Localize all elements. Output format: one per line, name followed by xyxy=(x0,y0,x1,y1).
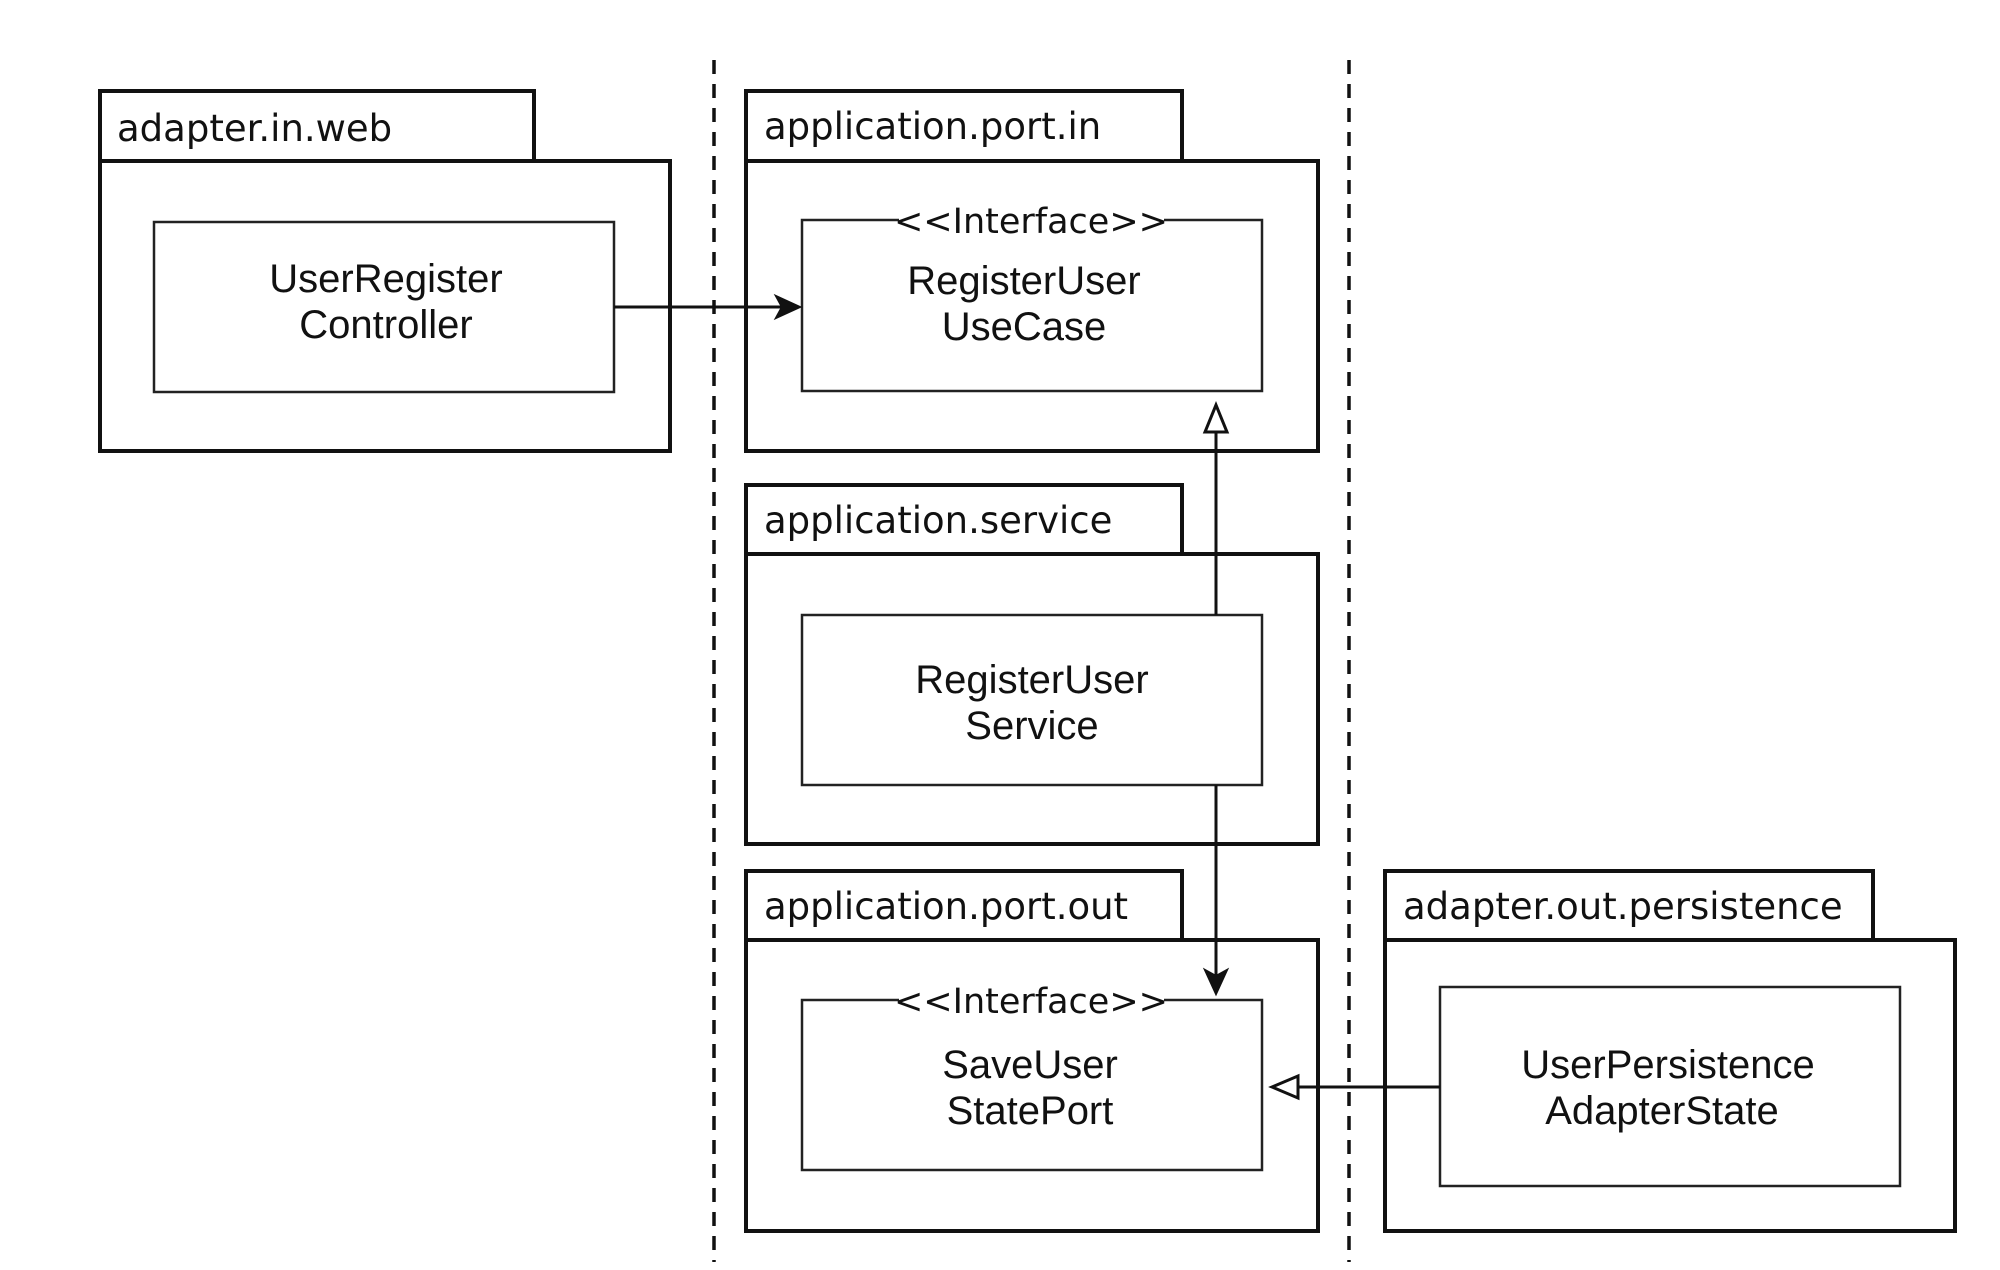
class-name-service: RegisterUser xyxy=(915,658,1148,702)
class-name-service-line2: Service xyxy=(965,704,1098,748)
package-label: application.port.in xyxy=(764,105,1101,148)
package-label: adapter.out.persistence xyxy=(1403,885,1843,928)
class-name-use-case-line2: UseCase xyxy=(942,305,1107,349)
package-tab xyxy=(744,869,1184,942)
package-adapter-out-persistence: adapter.out.persistence UserPersistence … xyxy=(1383,869,1957,1233)
package-adapter-in-web: adapter.in.web UserRegister Controller xyxy=(98,89,672,453)
stereotype-background xyxy=(899,202,1164,238)
relation-persistence-implements-save-port xyxy=(1268,1073,1440,1101)
stereotype-label: <<Interface>> xyxy=(894,202,1168,242)
class-box-use-case xyxy=(800,218,1264,393)
arrow-head-solid xyxy=(773,293,803,321)
relation-service-uses-save-port xyxy=(1202,785,1230,997)
package-label: adapter.in.web xyxy=(117,107,392,150)
class-name-save-port-line2: StatePort xyxy=(947,1089,1114,1133)
package-tab xyxy=(1383,869,1875,942)
class-box-persistence xyxy=(1438,985,1902,1188)
arrow-head-solid xyxy=(1202,967,1230,997)
package-label: application.service xyxy=(764,499,1112,542)
class-name-controller-line2: Controller xyxy=(299,303,472,347)
class-box-service xyxy=(800,613,1264,787)
class-name-use-case: RegisterUser xyxy=(907,259,1140,303)
stereotype-label: <<Interface>> xyxy=(894,982,1168,1022)
arrow-head-open-triangle xyxy=(1202,401,1230,434)
class-name-controller: UserRegister xyxy=(269,257,502,301)
stereotype-background xyxy=(899,982,1164,1018)
class-name-save-port: SaveUser xyxy=(942,1043,1118,1087)
class-name-persistence: UserPersistence xyxy=(1521,1043,1814,1087)
class-name-persistence-line2: AdapterState xyxy=(1545,1089,1779,1133)
relation-controller-uses-use-case xyxy=(614,293,803,321)
arrow-head-open-triangle xyxy=(1268,1073,1300,1101)
package-application-port-out: application.port.out <<Interface>> SaveU… xyxy=(744,869,1320,1233)
package-application-service: application.service RegisterUser Service xyxy=(744,483,1320,846)
package-application-port-in: application.port.in <<Interface>> Regist… xyxy=(744,89,1320,453)
package-label: application.port.out xyxy=(764,885,1128,928)
class-box-save-port xyxy=(800,998,1264,1172)
package-tab xyxy=(744,89,1184,163)
package-tab xyxy=(744,483,1184,556)
relation-service-implements-use-case xyxy=(1202,401,1230,615)
